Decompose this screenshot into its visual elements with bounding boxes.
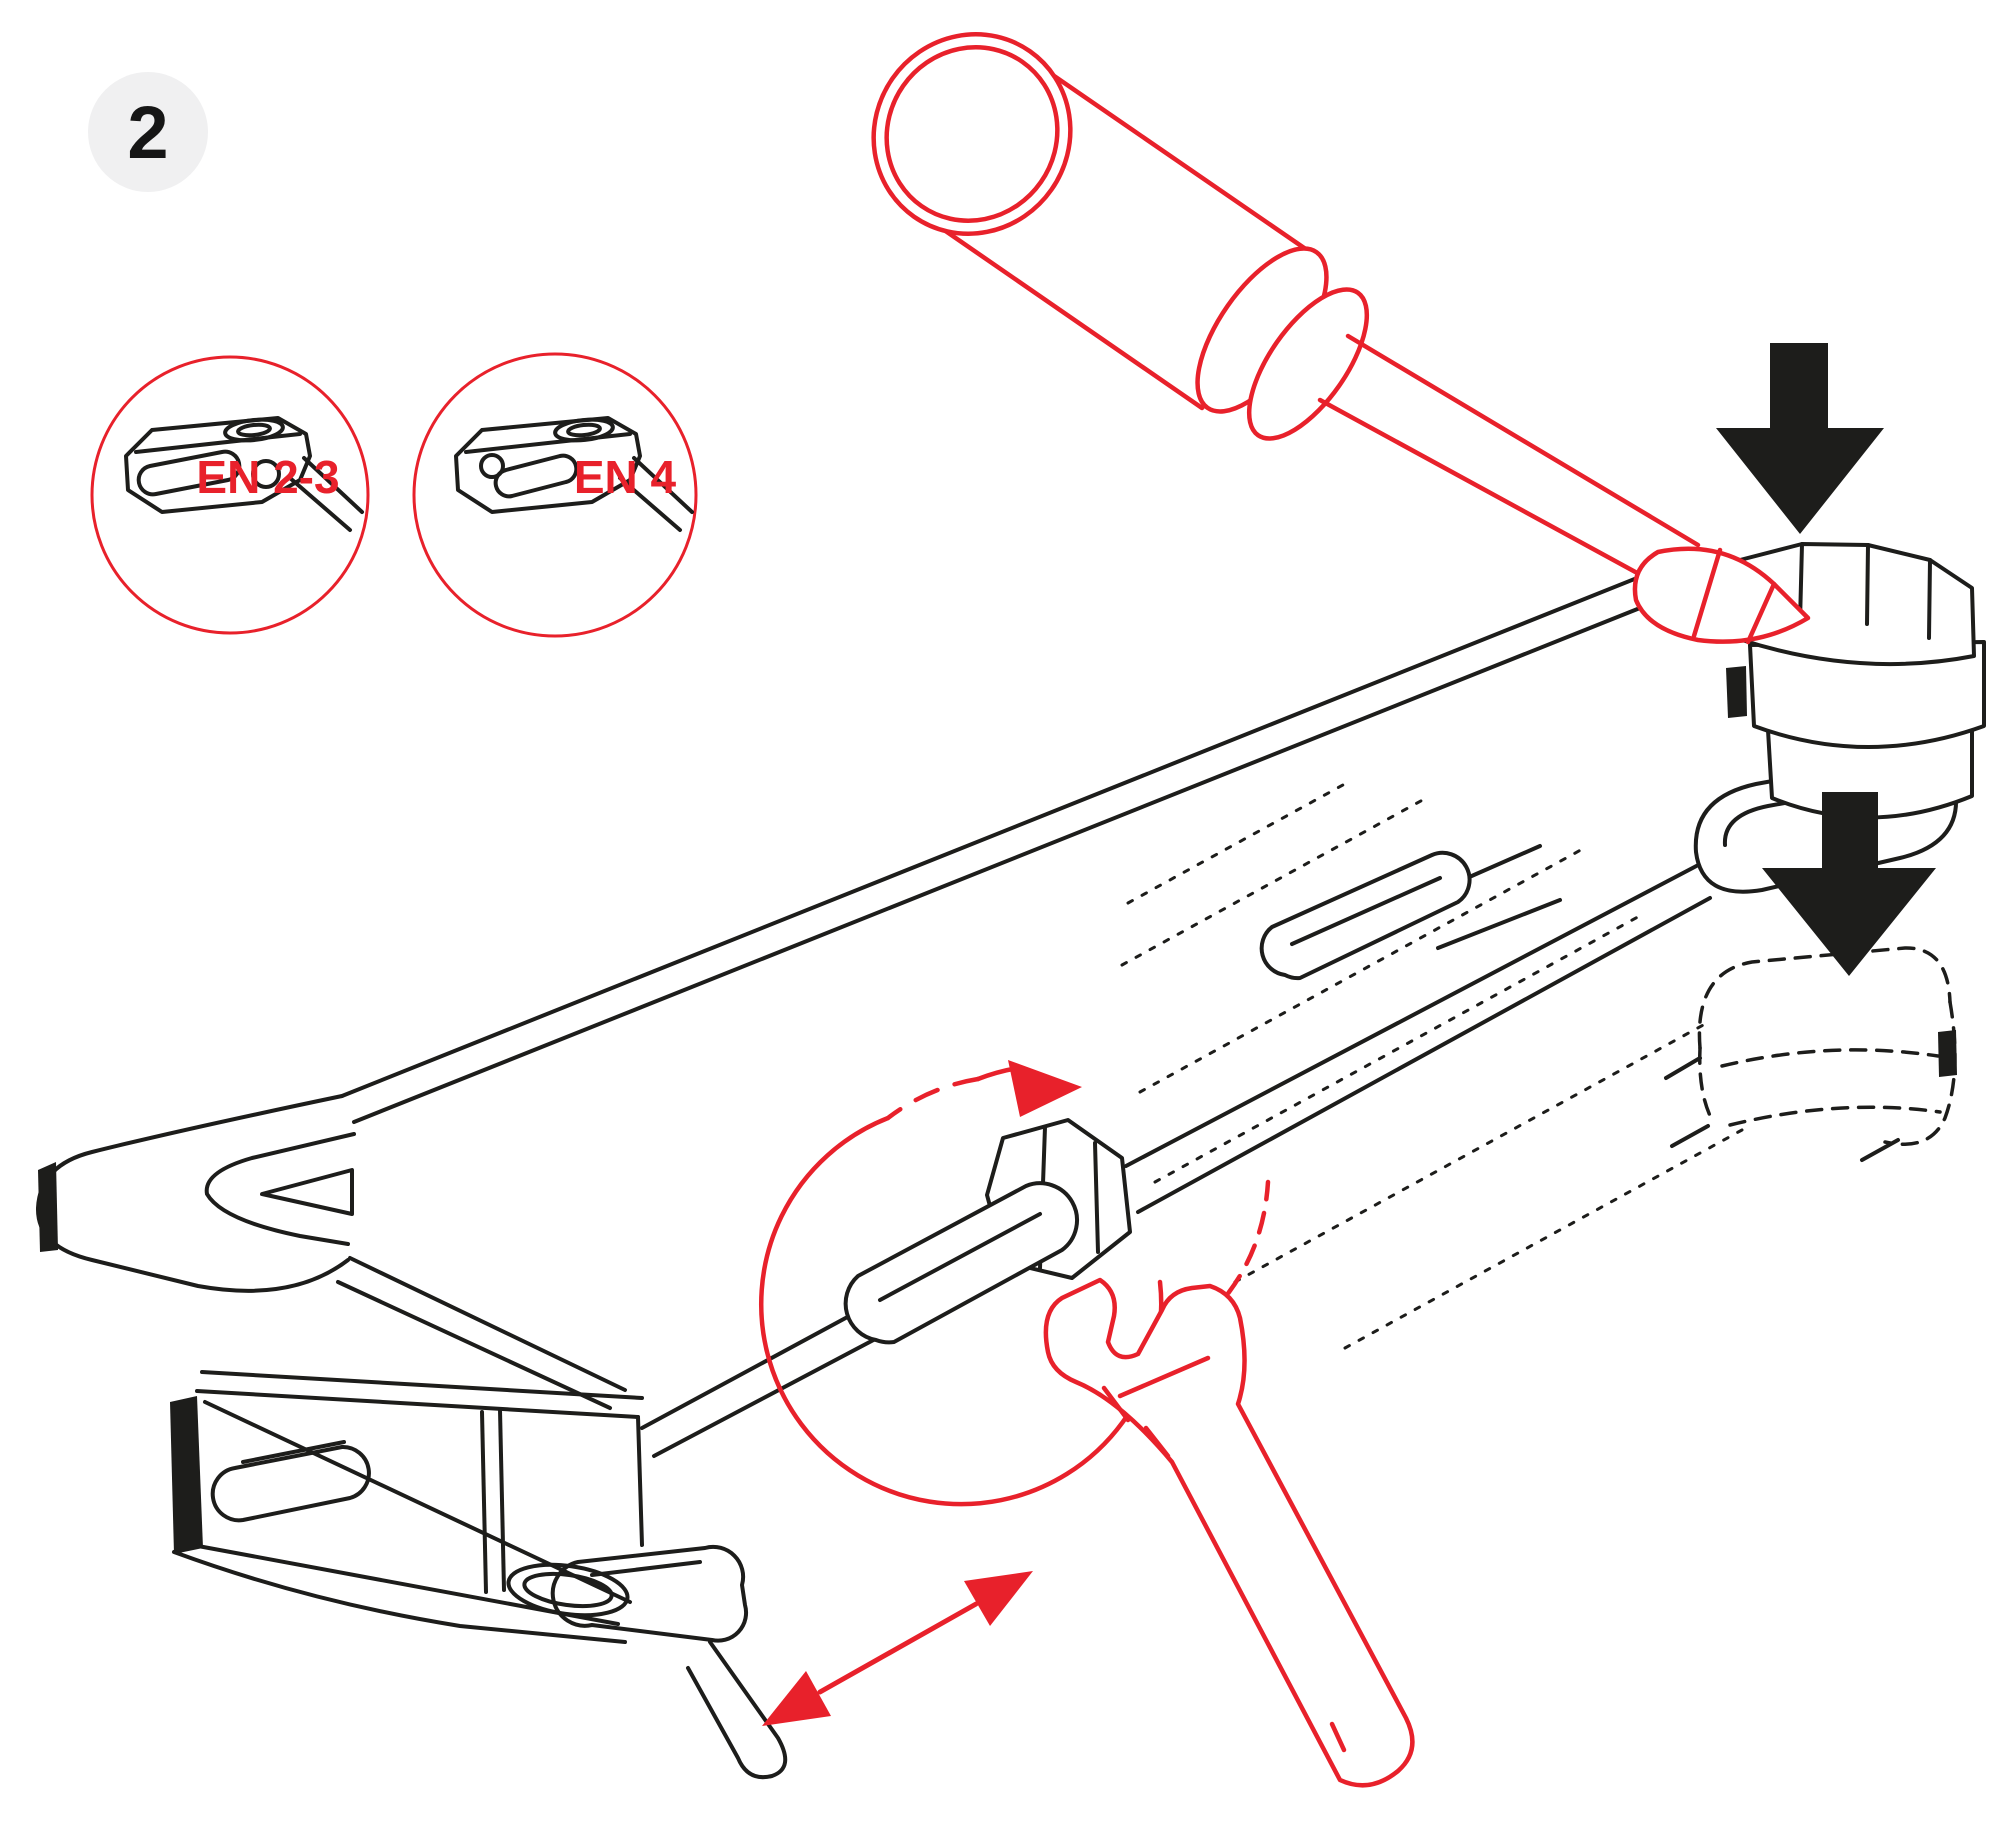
rotate-arrow-arc-dashed — [885, 1076, 981, 1121]
detail-view-en23: EN 2-3 — [90, 355, 370, 635]
detail-circle-2 — [412, 352, 698, 638]
ghost-valve-outline — [1697, 946, 1957, 1147]
detail-art-en4 — [454, 416, 694, 532]
projection-leader-lines — [1120, 778, 1744, 1350]
mounting-bracket-illustration — [170, 1370, 788, 1780]
valve-and-fittings — [843, 542, 1986, 1345]
ghost-valve-ticks — [1664, 1056, 1900, 1162]
linkage-arm-illustration — [35, 566, 1744, 1780]
phantom-valve-dashed — [1120, 778, 1957, 1350]
screwdriver-blade — [1632, 546, 1811, 644]
step-badge-number: 2 — [127, 91, 168, 174]
slide-arrow-head-right — [964, 1571, 1033, 1626]
down-arrow-1 — [1716, 343, 1884, 534]
wrench-and-slide-arrow — [762, 1179, 1415, 1788]
slide-arrow — [762, 1571, 1033, 1726]
wrench-illustration — [1043, 1277, 1415, 1788]
fork-slot — [1259, 850, 1472, 981]
step-badge-circle — [88, 72, 208, 192]
screwdriver-shaft — [1345, 333, 1701, 548]
upper-rail — [340, 566, 1744, 1124]
detail-art-en23 — [124, 416, 364, 532]
screwdriver-illustration — [871, 32, 1811, 645]
down-arrow-2 — [1762, 792, 1936, 976]
detail-label-en23: EN 2-3 — [196, 451, 339, 503]
press-arrows — [1716, 343, 1936, 976]
detail-label-en4: EN 4 — [574, 451, 677, 503]
ghost-valve-tab — [1938, 1030, 1957, 1077]
clevis-fork — [843, 1181, 1079, 1345]
slide-arrow-head-left — [762, 1671, 831, 1726]
rotate-arrow-head — [1008, 1060, 1082, 1117]
detail-view-en4: EN 4 — [412, 352, 698, 638]
screwdriver-handle-cap — [871, 32, 1073, 236]
screwdriver-ferrule-2 — [1246, 287, 1370, 441]
detail-circle-1 — [90, 355, 370, 635]
step-badge: 2 — [88, 72, 208, 192]
hook-end — [35, 1094, 627, 1410]
